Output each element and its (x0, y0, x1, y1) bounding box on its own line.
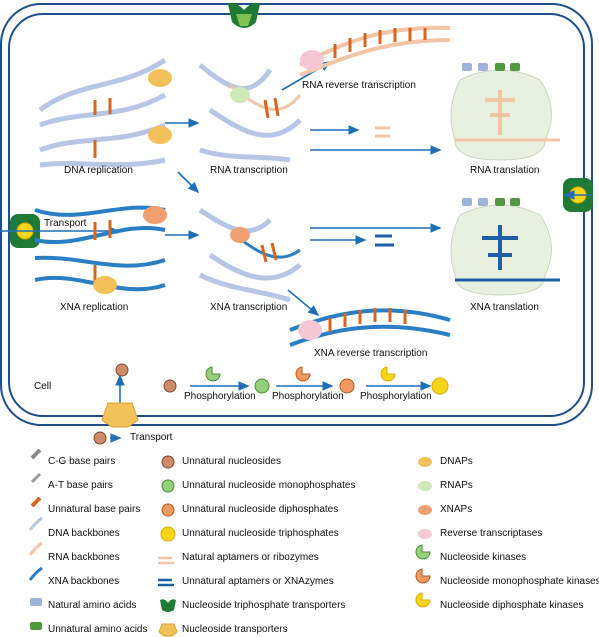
natural-aptamer-hairpin (375, 126, 390, 138)
legend-unnatural-base-pairs: Unnatural base pairs (48, 504, 141, 515)
label-phosphorylation-2: Phosphorylation (272, 391, 344, 402)
legend-dna-backbones: DNA backbones (48, 528, 120, 539)
xna-transcription-helix (198, 207, 302, 303)
rna-transcription-helix (198, 63, 302, 163)
legend-natural-amino-acids: Natural amino acids (48, 600, 137, 611)
legend-nucleoside-diphosphates: Unnatural nucleoside diphosphates (182, 504, 339, 515)
label-xna-replication: XNA replication (60, 302, 129, 313)
transported-nucleoside-icon (93, 431, 107, 445)
triphosphate-icon (431, 377, 449, 395)
label-cell: Cell (34, 381, 52, 392)
label-phosphorylation-1: Phosphorylation (184, 391, 256, 402)
ntp-transporter-icon (228, 2, 260, 28)
label-rna-translation: RNA translation (470, 165, 540, 176)
unnatural-aptamer-hairpin (375, 234, 394, 247)
legend-nucleoside-transporters: Nucleoside transporters (182, 624, 288, 635)
legend-xna-backbones: XNA backbones (48, 576, 120, 587)
legend-col2-icons (158, 455, 178, 637)
nucleoside-icon (115, 363, 129, 377)
process-arrows (0, 61, 592, 443)
legend-at-base-pairs: A-T base pairs (48, 480, 113, 491)
legend-rna-backbones: RNA backbones (48, 552, 120, 563)
label-transport-bottom: Transport (130, 432, 173, 443)
monophosphate-icon (254, 378, 270, 394)
legend-col3-icons (415, 457, 432, 608)
xna-reverse-transcription-strand (289, 308, 451, 347)
label-xna-translation: XNA translation (470, 302, 539, 313)
legend-monophosphate-kinases: Nucleoside monophosphate kinases (440, 576, 599, 587)
diphosphate-kinase-icon (380, 366, 396, 382)
inner-membrane (8, 13, 585, 417)
label-transport-left: Transport (44, 218, 87, 229)
legend-rnaps: RNAPs (440, 480, 473, 491)
diphosphate-icon (339, 378, 355, 394)
label-dna-replication: DNA replication (64, 165, 133, 176)
legend-xnaps: XNAPs (440, 504, 473, 515)
nucleoside-transporter-icon (101, 402, 139, 428)
monophosphate-kinase-icon (295, 366, 311, 382)
label-rna-transcription: RNA transcription (210, 165, 288, 176)
legend-reverse-transcriptases: Reverse transcriptases (440, 528, 543, 539)
legend-unnatural-amino-acids: Unnatural amino acids (48, 624, 148, 635)
xna-replication-helix (34, 205, 167, 294)
xna-translation-ribosome (450, 198, 560, 296)
rna-translation-ribosome (450, 63, 560, 161)
legend-dnaps: DNAPs (440, 456, 473, 467)
label-rna-reverse-transcription: RNA reverse transcription (302, 80, 416, 91)
legend-cg-base-pairs: C-G base pairs (48, 456, 116, 467)
legend-col1-icons (28, 448, 43, 630)
legend-unnatural-nucleosides: Unnatural nucleosides (182, 456, 281, 467)
legend-diphosphate-kinases: Nucleoside diphosphate kinases (440, 600, 584, 611)
nucleoside-chain-icon (163, 379, 177, 393)
legend-nucleoside-triphosphates: Unnatural nucleoside triphosphates (182, 528, 339, 539)
label-phosphorylation-3: Phosphorylation (360, 391, 432, 402)
nucleoside-kinase-icon (205, 366, 221, 382)
legend-unnatural-aptamers: Unnatural aptamers or XNAzymes (182, 576, 334, 587)
rna-reverse-transcription-strand (299, 25, 451, 77)
label-xna-reverse-transcription: XNA reverse transcription (314, 348, 428, 359)
legend-nucleoside-kinases: Nucleoside kinases (440, 552, 527, 563)
dna-replication-helix (38, 57, 172, 168)
legend-nucleoside-monophosphates: Unnatural nucleoside monophosphates (182, 480, 356, 491)
label-xna-transcription: XNA transcription (210, 302, 288, 313)
outer-membrane (0, 3, 593, 426)
legend-natural-aptamers: Natural aptamers or ribozymes (182, 552, 319, 563)
legend-ntp-transporters: Nucleoside triphosphate transporters (182, 600, 346, 611)
